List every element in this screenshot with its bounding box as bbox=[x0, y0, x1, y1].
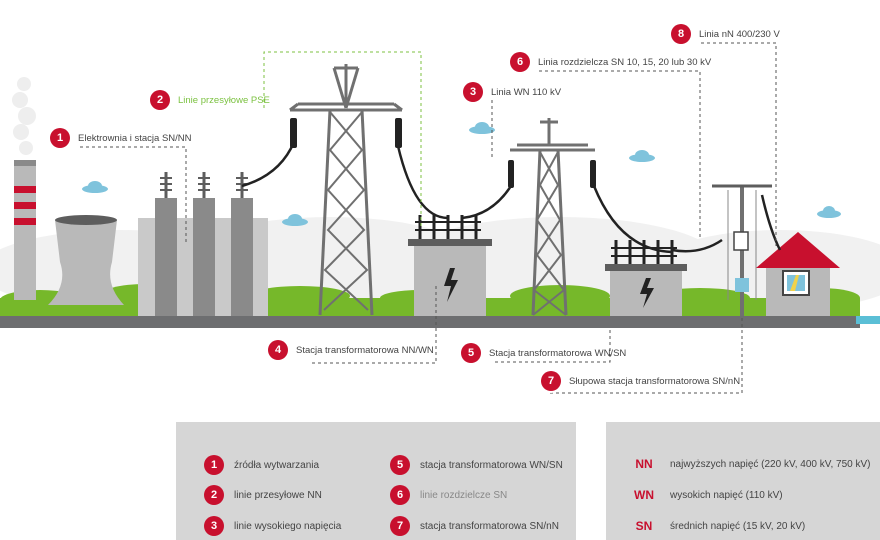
callout-number: 5 bbox=[461, 343, 481, 363]
voltage-item: SN średnich napięć (15 kV, 20 kV) bbox=[628, 519, 806, 533]
legend-item: 3 linie wysokiego napięcia bbox=[204, 516, 341, 536]
callout-number: 4 bbox=[268, 340, 288, 360]
callout-number: 6 bbox=[510, 52, 530, 72]
callout-pole-substation: 7 Słupowa stacja transformatorowa SN/nN bbox=[541, 371, 740, 391]
legend-item: 5 stacja transformatorowa WN/SN bbox=[390, 455, 563, 475]
clouds bbox=[82, 122, 841, 226]
callout-substation-wn-sn: 5 Stacja transformatorowa WN/SN bbox=[461, 343, 626, 363]
callout-label: Słupowa stacja transformatorowa SN/nN bbox=[569, 375, 741, 387]
voltage-text: wysokich napięć (110 kV) bbox=[670, 489, 783, 501]
power-lines bbox=[241, 141, 782, 254]
cloud bbox=[629, 150, 655, 162]
cloud bbox=[282, 214, 308, 226]
ground bbox=[0, 316, 860, 328]
callout-number: 7 bbox=[541, 371, 561, 391]
callout-sn-line: 6 Linia rozdzielcza SN 10, 15, 20 lub 30… bbox=[510, 52, 711, 72]
cooling-tower bbox=[48, 215, 124, 305]
callout-label: Linia rozdzielcza SN 10, 15, 20 lub 30 k… bbox=[538, 56, 712, 68]
callout-nn-line: 8 Linia nN 400/230 V bbox=[671, 24, 780, 44]
legend-numbers: 1 źródła wytwarzania 2 linie przesyłowe … bbox=[176, 422, 576, 540]
legend-number: 6 bbox=[390, 485, 410, 505]
callout-label: Linie przesyłowe PSE bbox=[178, 94, 270, 106]
legend-number: 5 bbox=[390, 455, 410, 475]
callout-number: 3 bbox=[463, 82, 483, 102]
cloud bbox=[817, 206, 841, 218]
legend-number: 2 bbox=[204, 485, 224, 505]
voltage-text: średnich napięć (15 kV, 20 kV) bbox=[670, 520, 806, 532]
house bbox=[756, 232, 840, 318]
callout-substation-nn-wn: 4 Stacja transformatorowa NN/WN bbox=[268, 340, 434, 360]
legend-item: 6 linie rozdzielcze SN bbox=[390, 485, 507, 505]
power-plant-chimney bbox=[12, 77, 36, 300]
callout-power-plant: 1 Elektrownia i stacja SN/NN bbox=[50, 128, 192, 148]
callout-number: 8 bbox=[671, 24, 691, 44]
insulators-nn bbox=[290, 118, 402, 148]
callout-label: Elektrownia i stacja SN/NN bbox=[78, 132, 192, 144]
legend-voltages: NN najwyższych napięć (220 kV, 400 kV, 7… bbox=[606, 422, 880, 540]
voltage-abbr: SN bbox=[635, 519, 653, 533]
substation-wn-sn bbox=[605, 240, 687, 318]
cloud bbox=[82, 181, 108, 193]
legend-text: stacja transformatorowa SN/nN bbox=[420, 520, 559, 532]
callout-label: Stacja transformatorowa NN/WN bbox=[296, 344, 434, 356]
voltage-item: WN wysokich napięć (110 kV) bbox=[628, 488, 783, 502]
smoke bbox=[12, 77, 36, 155]
transmission-tower-nn bbox=[289, 64, 403, 316]
callout-label: Linia WN 110 kV bbox=[491, 86, 562, 98]
legend-number: 3 bbox=[204, 516, 224, 536]
callout-label: Linia nN 400/230 V bbox=[699, 28, 780, 40]
legend-number: 7 bbox=[390, 516, 410, 536]
voltage-item: NN najwyższych napięć (220 kV, 400 kV, 7… bbox=[628, 457, 871, 471]
legend-text: źródła wytwarzania bbox=[234, 459, 320, 471]
voltage-abbr: NN bbox=[635, 457, 653, 471]
legend-text: stacja transformatorowa WN/SN bbox=[420, 459, 563, 471]
insulators-wn bbox=[508, 160, 596, 188]
plant-substation bbox=[138, 172, 268, 318]
pole-transformer-sn-nn bbox=[712, 184, 772, 318]
transmission-tower-wn bbox=[510, 118, 595, 316]
voltage-abbr: WN bbox=[634, 488, 654, 502]
voltage-text: najwyższych napięć (220 kV, 400 kV, 750 … bbox=[670, 458, 871, 470]
legend-text: linie rozdzielcze SN bbox=[420, 489, 508, 501]
cloud bbox=[469, 122, 495, 134]
substation-nn-wn bbox=[408, 215, 492, 318]
legend-item: 2 linie przesyłowe NN bbox=[204, 485, 322, 505]
callout-label: Stacja transformatorowa WN/SN bbox=[489, 347, 627, 359]
legend-item: 7 stacja transformatorowa SN/nN bbox=[390, 516, 559, 536]
legend-text: linie wysokiego napięcia bbox=[234, 520, 342, 532]
callout-number: 2 bbox=[150, 90, 170, 110]
callout-transmission-lines: 2 Linie przesyłowe PSE bbox=[150, 90, 270, 110]
callout-number: 1 bbox=[50, 128, 70, 148]
legend-item: 1 źródła wytwarzania bbox=[204, 455, 319, 475]
callout-leaders bbox=[80, 42, 777, 394]
legend-text: linie przesyłowe NN bbox=[234, 489, 322, 501]
legend-number: 1 bbox=[204, 455, 224, 475]
water bbox=[856, 316, 880, 324]
callout-wn-line: 3 Linia WN 110 kV bbox=[463, 82, 561, 102]
